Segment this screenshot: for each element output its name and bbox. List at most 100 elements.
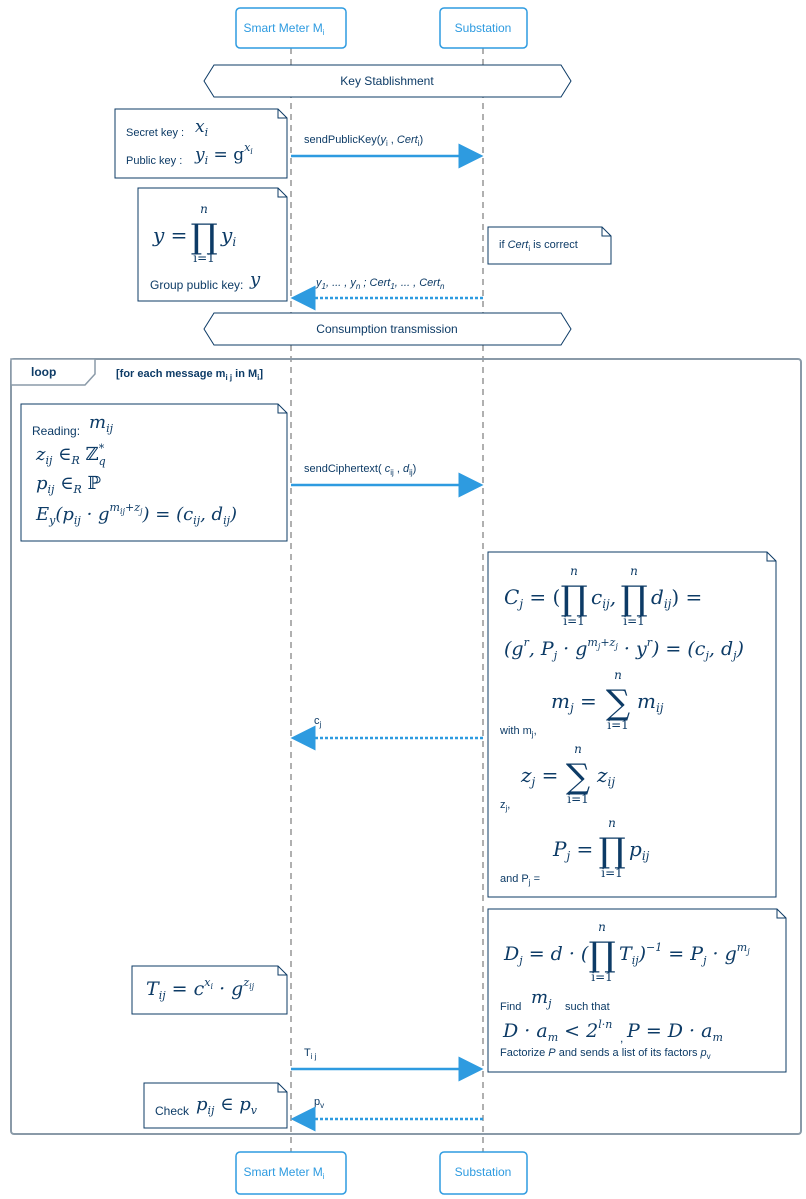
message-send-ciphertext[interactable]: sendCiphertext( cij , dij) [291,463,484,498]
reply-keys-7-sub: n [440,282,445,291]
agg-prod2-bottom: i=1 [623,614,645,628]
send-ciphertext-arg2-sub: ij [409,468,413,477]
agg-p-rhs: p [629,837,642,861]
reading-z-in: ∈ [52,444,71,465]
decrypt-fact-pv: p [700,1047,707,1059]
smart-meter-header[interactable]: Smart Meter Mi [235,7,347,49]
reading-note: Reading: mij zij ∈R ℤq* pij ∈R ℙ Ey(pij … [20,403,288,542]
agg-and-label-sub: j [528,878,531,887]
pv-label-sub: v [320,1101,324,1110]
agg-c-close: ) = [671,585,702,609]
svg-text:Pj =: Pj = [552,837,593,863]
agg-c-lhs: C [504,585,519,609]
substation-header[interactable]: Substation [439,7,528,49]
agg-line2-b: , P [529,638,555,660]
group-prod-bottom: i=1 [193,251,215,265]
reading-e-end-sub: ij [193,514,201,527]
send-ciphertext-label: sendCiphertext( [304,463,385,475]
agg-m-rhs: m [637,689,656,713]
participant-substation-label-bottom: Substation [455,1165,512,1179]
check-a-sub: ij [208,1104,216,1117]
svg-text:mj =: mj = [551,689,597,715]
svg-text:mj: mj [531,987,552,1010]
agg-line2-e-sub: j [702,649,709,662]
decrypt-ineq-b: < 2 [558,1020,598,1042]
smart-meter-footer[interactable]: Smart Meter Mi [235,1151,347,1195]
agg-line2-c-sup-sub: j [596,642,601,651]
public-key-sub: i [205,154,209,167]
reply-keys-5-sub: 1 [390,282,394,291]
message-pv[interactable]: pv [290,1096,483,1132]
agg-c-lhs-sub: j [516,597,523,611]
group-formula-lhs: y = [152,223,187,247]
svg-text:pij ∈R ℙ: pij ∈R ℙ [36,473,102,496]
agg-c-eq: = ( [523,585,560,609]
send-public-key-label: sendPublicKey( [304,134,381,146]
agg-c-dij: d [651,585,664,609]
reading-p-set: ℙ [82,473,102,494]
send-public-key-mid: , [388,134,397,146]
section-key-establishment: Key Stablishment [203,64,572,98]
reading-p-r: R [73,483,82,496]
message-send-public-key[interactable]: sendPublicKey(yi , Certi) [291,134,484,169]
reading-p: p [36,473,48,494]
participant-substation-label: Substation [455,21,512,35]
agg-m-lhs: m [551,689,570,713]
send-public-key-arg1-sub: i [386,139,388,148]
cj-label: c [314,715,320,727]
agg-prod2-top: n [630,564,638,578]
substation-footer[interactable]: Substation [439,1151,528,1195]
svg-text:sendPublicKey(yi , Certi): sendPublicKey(yi , Certi) [304,134,423,148]
reading-z-set: ℤ [80,444,99,465]
t-note-a-sub: ij [159,989,167,1002]
decrypt-ineq-a-sub: m [548,1031,558,1044]
svg-text:D · am < 2l·n: D · am < 2l·n [502,1018,612,1044]
agg-with-label: with m [499,725,532,737]
participant-smart-meter-sub-bottom: i [323,1172,325,1181]
agg-and-label: and P [500,873,529,885]
agg-prod1-top: n [570,564,578,578]
reading-e-sup-rest: +z [125,501,140,514]
group-public-key-value: y [249,269,261,290]
agg-p-rhs-sub: ij [642,849,650,863]
reading-e-sub: y [48,514,56,527]
agg-line2-c-sup2: +z [600,636,615,649]
check-note: Check pij ∈ pv [143,1082,288,1129]
svg-text:sendCiphertext( cij , dij): sendCiphertext( cij , dij) [304,463,416,477]
section-consumption-label: Consumption transmission [316,322,457,336]
check-label: Check [155,1104,190,1118]
public-key-eq: = g [208,145,244,165]
svg-text:xi: xi [195,117,208,139]
decrypt-ineq-a: D · a [502,1020,548,1042]
send-ciphertext-end: ) [413,463,417,475]
svg-text:Ti j: Ti j [304,1047,317,1061]
reply-keys-3-sub: n [356,282,361,291]
svg-text:zj,: zj, [500,799,510,813]
check-b: ∈ p [214,1094,251,1115]
agg-and-eq: = [531,873,540,885]
group-public-key-label: Group public key: [150,278,243,292]
message-cj[interactable]: cj [290,715,483,751]
decrypt-prod-symbol: ∏ [588,935,615,975]
reading-label: Reading: [32,424,80,438]
svg-text:P = D · am: P = D · am [626,1020,723,1044]
agg-line2-c-sup-sub2: j [613,642,618,651]
loop-condition-sub: i j [225,373,232,382]
t-note-c-sup: z [242,976,249,989]
message-tij[interactable]: Ti j [291,1047,484,1082]
reading-z-sub: ij [45,454,53,467]
t-note-b: = c [166,978,205,1000]
secret-key-value: x [195,117,205,137]
reading-p-in: ∈ [54,473,73,494]
group-prod-symbol: ∏ [190,217,217,257]
reading-e-sup-sub2: j [138,507,143,516]
decrypt-fact-a: Factorize [500,1047,548,1059]
reading-e-rest-sub: ij [74,514,82,527]
loop-condition-mid: in M [232,368,257,380]
agg-m-rhs-sub: ij [656,701,664,715]
message-reply-public-keys[interactable]: y1, ... , yn ; Cert1, ... , Certn [290,277,483,311]
decrypt-ineq-c: P = D · a [626,1020,712,1042]
decrypt-ineq-b-sup: l·n [598,1018,612,1031]
decrypt-d-f-sup: m [737,941,747,954]
cert-note-cert-sub: i [528,244,530,253]
